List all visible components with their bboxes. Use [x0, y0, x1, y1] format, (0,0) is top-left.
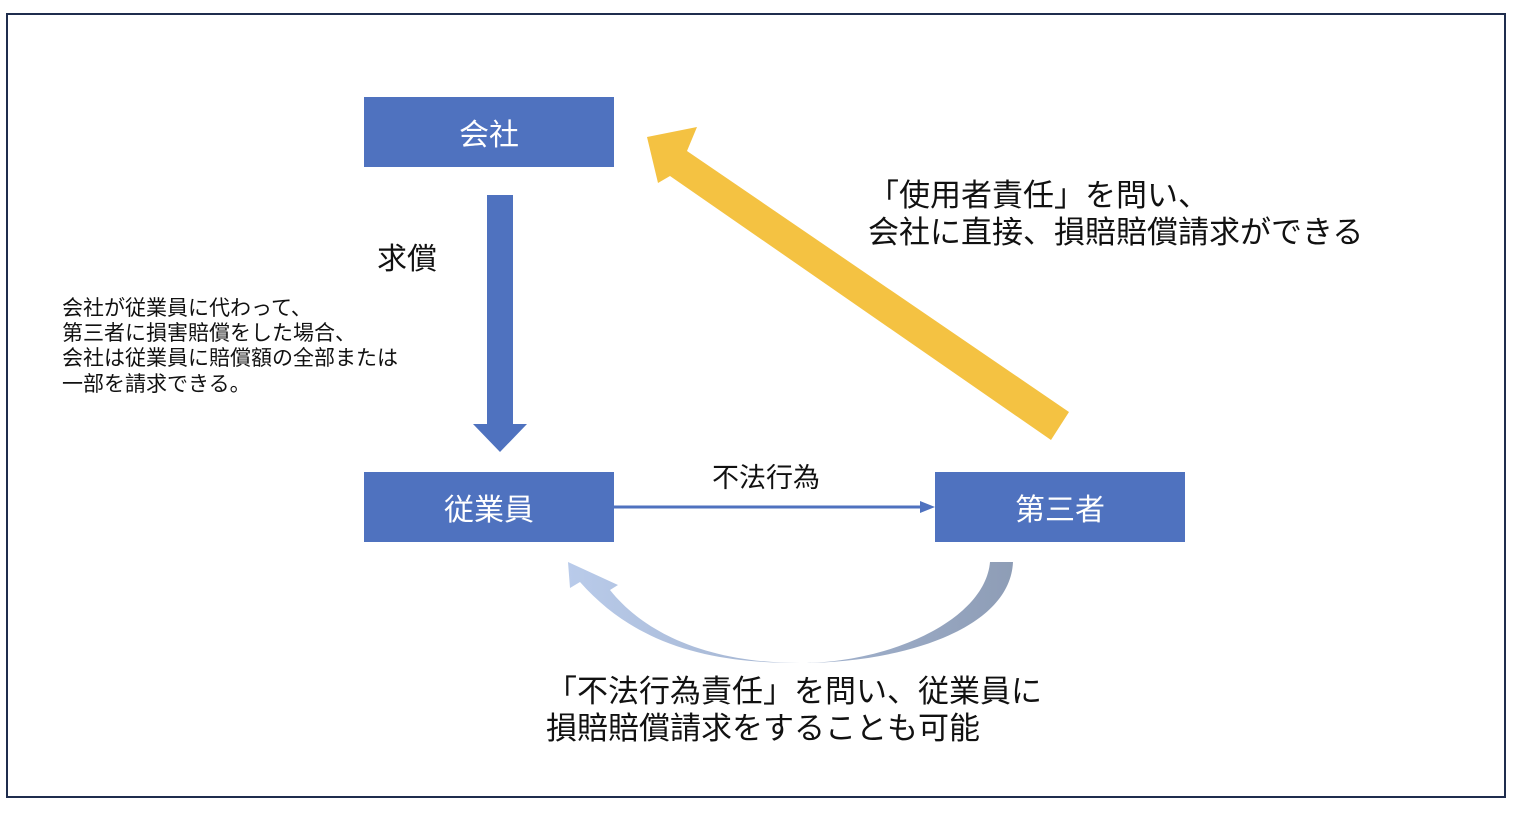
tort-liability-curved-arrow — [568, 562, 1013, 663]
node-employee-label: 従業員 — [444, 493, 534, 528]
tort-liability-label: 「不法行為責任」を問い、従業員に 損賠賠償請求をすることも可能 — [546, 674, 1042, 748]
employer-liability-label: 「使用者責任」を問い、 会社に直接、損賠賠償請求ができる — [868, 178, 1364, 252]
node-third-party: 第三者 — [935, 472, 1185, 542]
reimbursement-description: 会社が従業員に代わって、 第三者に損害賠償をした場合、 会社は従業員に賠償額の全… — [62, 296, 398, 396]
node-third-party-label: 第三者 — [1015, 493, 1105, 528]
employer-liability-arrow — [647, 127, 1069, 440]
node-company-label: 会社 — [459, 118, 519, 153]
reimbursement-arrow — [473, 195, 527, 452]
node-company: 会社 — [364, 97, 614, 167]
diagram-frame — [6, 13, 1506, 798]
node-employee: 従業員 — [364, 472, 614, 542]
reimbursement-label: 求償 — [377, 242, 437, 277]
tort-arrowhead — [920, 501, 935, 513]
tort-label: 不法行為 — [712, 463, 820, 494]
